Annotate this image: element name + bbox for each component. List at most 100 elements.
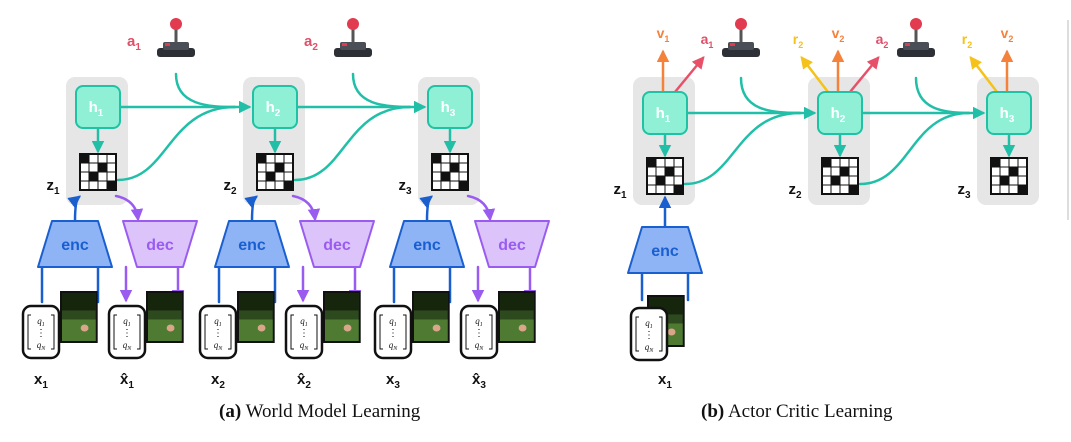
link-layer — [40, 49, 1016, 304]
xhat-output-a-1-vector: q1⋮qN — [107, 304, 147, 360]
grid-cell — [830, 184, 841, 195]
joystick-button — [905, 43, 910, 46]
grid-cell — [256, 162, 267, 173]
x-input-a-3-image — [412, 291, 450, 343]
grid-cell — [265, 171, 276, 182]
vector-card — [107, 304, 147, 360]
vector-bracket-right — [51, 314, 55, 350]
line-z-to-h-b-1 — [683, 111, 802, 186]
grid-cell — [274, 180, 285, 191]
h-node-a-2 — [252, 85, 298, 129]
joystick-b-1 — [722, 18, 760, 57]
x-label-a-1: x1 — [34, 371, 48, 391]
decoder-a-3-label: dec — [498, 237, 526, 254]
h-node-a-3-label: h3 — [441, 99, 456, 119]
h-node-b-1 — [642, 91, 688, 135]
z-label-a-2: z2 — [223, 177, 237, 197]
decoder-a-1-label: dec — [146, 237, 174, 254]
grid-cell — [283, 153, 294, 164]
grid-cell — [646, 157, 657, 168]
frame-grass — [62, 319, 96, 341]
decoder-a-1 — [122, 220, 198, 268]
frame-grass — [239, 319, 273, 341]
grid-cell — [990, 166, 1001, 177]
grid-cell — [655, 184, 666, 195]
value-label-b-3: v2 — [1001, 25, 1014, 44]
vector-bracket-left — [27, 314, 31, 350]
joystick-a-2 — [334, 18, 372, 57]
x-input-b-1-vector: q1⋮qN — [629, 306, 669, 362]
grid-cell — [283, 162, 294, 173]
caption-panel-a: (a) World Model Learning — [219, 401, 420, 423]
z-grid-b-1 — [646, 157, 684, 195]
vector-bracket-right — [228, 314, 232, 350]
action-label-a-1: a1 — [127, 33, 141, 53]
vector-bottom-entry: qN — [389, 340, 399, 352]
joystick-a-1 — [157, 18, 195, 57]
encoder-a-3 — [389, 220, 465, 268]
h-node-b-1-label: h1 — [656, 105, 671, 125]
grid-cell — [1017, 184, 1028, 195]
grid-cell — [1008, 175, 1019, 186]
arrow-z-to-dec-a-1 — [114, 194, 144, 222]
grid-cell — [88, 180, 99, 191]
vector-card — [21, 304, 61, 360]
grid-cell — [839, 184, 850, 195]
grid-cell — [97, 180, 108, 191]
line-z-to-h-a-1 — [116, 105, 237, 182]
grid-cell — [88, 162, 99, 173]
h-node-a-2-label: h2 — [266, 99, 281, 119]
decoder-a-2 — [299, 220, 375, 268]
grid-cell — [664, 157, 675, 168]
z-label-b-2: z2 — [788, 181, 802, 201]
caption-text-b: Actor Critic Learning — [727, 401, 893, 422]
encoder-b-1 — [627, 226, 703, 274]
grid-cell — [88, 171, 99, 182]
action-label-a-2: a2 — [304, 33, 318, 53]
caption-panel-b: (b) Actor Critic Learning — [701, 401, 893, 423]
vector-card — [284, 304, 324, 360]
grid-cell — [265, 153, 276, 164]
joystick-button — [342, 43, 347, 46]
joystick-knob — [735, 18, 747, 30]
frame-hand — [80, 324, 89, 332]
h-node-b-3 — [986, 91, 1032, 135]
vector-bottom-entry: qN — [123, 340, 133, 352]
z-grid-b-3 — [990, 157, 1028, 195]
x-label-b-1: x1 — [658, 371, 672, 391]
arrow-z-to-dec-a-2 — [291, 194, 321, 222]
grid-cell — [839, 175, 850, 186]
grid-cell — [848, 157, 859, 168]
grid-cell — [256, 153, 267, 164]
grid-cell — [1017, 175, 1028, 186]
joystick-button — [165, 43, 170, 46]
line-z-to-h-a-2 — [293, 105, 412, 182]
vector-dots: ⋮ — [122, 328, 132, 339]
action-label-b-1: a1 — [701, 31, 714, 50]
xhat-label-a-3: x̂3 — [472, 371, 486, 391]
grid-cell — [821, 175, 832, 186]
joystick-knob — [170, 18, 182, 30]
h-node-a-3 — [427, 85, 473, 129]
grid-cell — [79, 162, 90, 173]
grid-cell — [1008, 184, 1019, 195]
value-label-b-2: v2 — [832, 25, 845, 44]
frame-canopy — [500, 293, 534, 311]
vector-card — [459, 304, 499, 360]
grid-cell — [673, 175, 684, 186]
grid-cell — [265, 162, 276, 173]
h-node-b-3-label: h3 — [1000, 105, 1015, 125]
x-input-a-2-image — [237, 291, 275, 343]
z-grid-a-3 — [431, 153, 469, 191]
line-z-to-h-b-2 — [858, 111, 971, 186]
xhat-output-a-2-vector: q1⋮qN — [284, 304, 324, 360]
frame-grass — [414, 319, 448, 341]
grid-cell — [274, 153, 285, 164]
vector-bottom-entry: qN — [645, 342, 655, 354]
joystick-base — [157, 48, 195, 57]
frame-hand — [518, 324, 527, 332]
vector-bracket-left — [635, 316, 639, 352]
grid-cell — [256, 180, 267, 191]
grid-cell — [830, 157, 841, 168]
z-label-a-3: z3 — [398, 177, 412, 197]
